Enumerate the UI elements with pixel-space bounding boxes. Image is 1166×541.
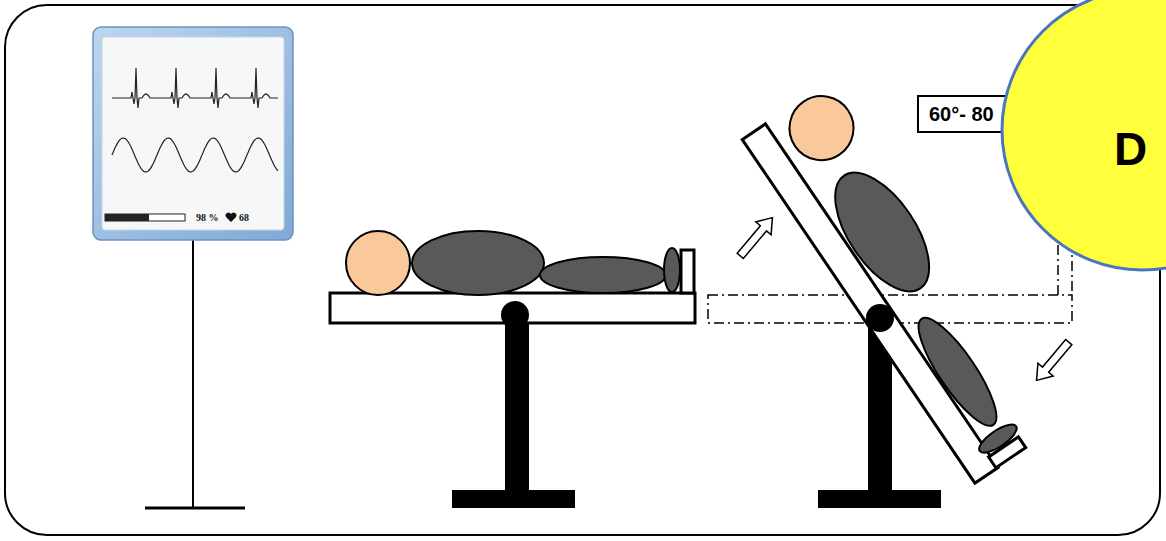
spo2-value: 98 % — [196, 212, 219, 223]
circle-letter: D — [1114, 126, 1147, 172]
frame — [5, 5, 1160, 535]
angle-box: 60°- 80 — [917, 95, 1008, 133]
label-circle: D — [1000, 0, 1166, 272]
angle-text: 60°- 80 — [929, 102, 996, 126]
motion-arrow — [733, 211, 1077, 387]
heart-symbol — [226, 213, 237, 222]
heart-rate-value: 68 — [239, 212, 249, 223]
monitor — [93, 27, 293, 508]
tilt-table-flat — [330, 231, 695, 508]
